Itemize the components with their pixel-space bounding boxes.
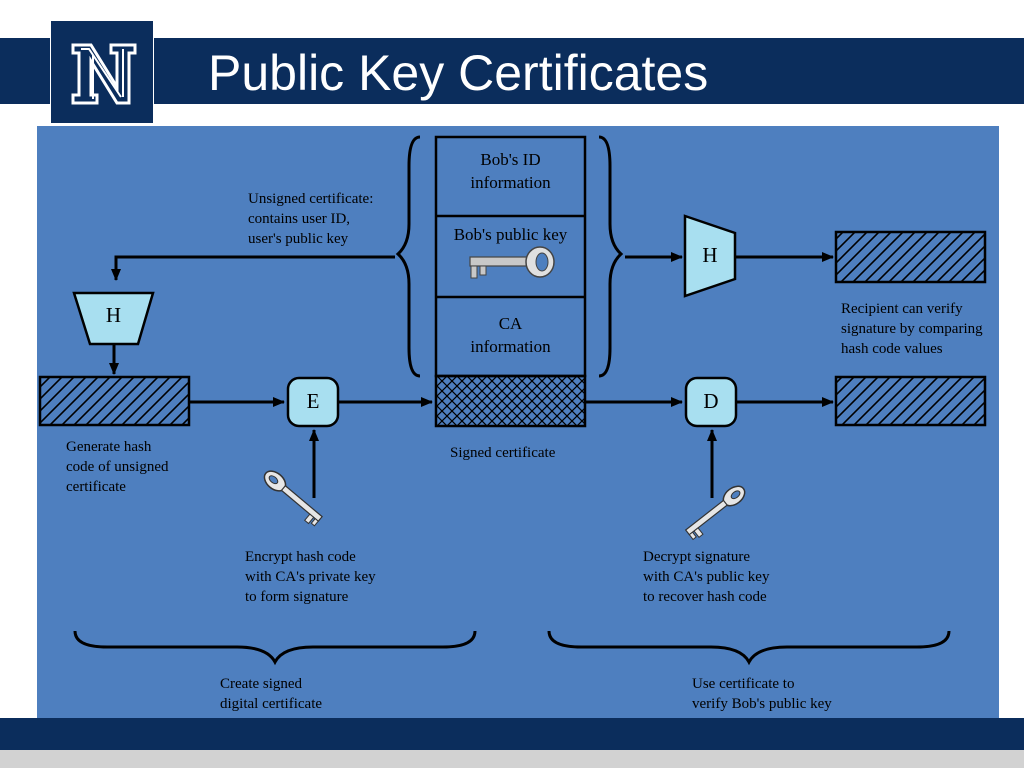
key-icon (469, 246, 555, 279)
private-key-icon (263, 470, 323, 527)
certificate-diagram: Bob's ID information Bob's public key CA… (37, 126, 999, 718)
slide-title: Public Key Certificates (208, 45, 709, 101)
create-certificate-label: Create signed digital certificate (220, 676, 323, 712)
use-certificate-label: Use certificate to verify Bob's public k… (692, 676, 832, 712)
university-logo (50, 20, 154, 124)
encrypt-description: Encrypt hash code with CA's private key … (245, 549, 376, 605)
hash-right-label: H (702, 243, 718, 267)
hash-left-label: H (105, 303, 122, 327)
footer-bar (0, 718, 1024, 750)
signed-certificate-label: Signed certificate (450, 445, 556, 461)
logo-n-icon (71, 43, 137, 105)
footer-strip (0, 750, 1024, 768)
encrypt-label-e: E (306, 389, 320, 413)
hash-code-box-left (38, 375, 191, 427)
ca-info: CA information (470, 314, 551, 356)
decrypt-description: Decrypt signature with CA's public key t… (643, 549, 770, 605)
right-brace (598, 135, 624, 378)
unsigned-certificate-label: Unsigned certificate: contains user ID, … (248, 191, 374, 247)
decrypt-label-d: D (703, 389, 719, 413)
signature-block (434, 374, 587, 428)
public-key-icon (684, 485, 746, 541)
bob-id-info: Bob's ID information (470, 150, 551, 192)
hash-function-left (72, 291, 155, 346)
bob-public-key-label: Bob's public key (453, 225, 568, 244)
generate-hash-label: Generate hash code of unsigned certifica… (66, 439, 169, 495)
title-bar (0, 38, 1024, 104)
hash-code-box-right-bottom (834, 375, 987, 427)
hash-code-box-right-top (834, 230, 987, 284)
use-brace (547, 630, 951, 666)
recipient-verify-label: Recipient can verify signature by compar… (841, 301, 983, 357)
hash-function-right (683, 214, 737, 298)
left-brace (395, 135, 421, 378)
create-brace (73, 630, 477, 666)
